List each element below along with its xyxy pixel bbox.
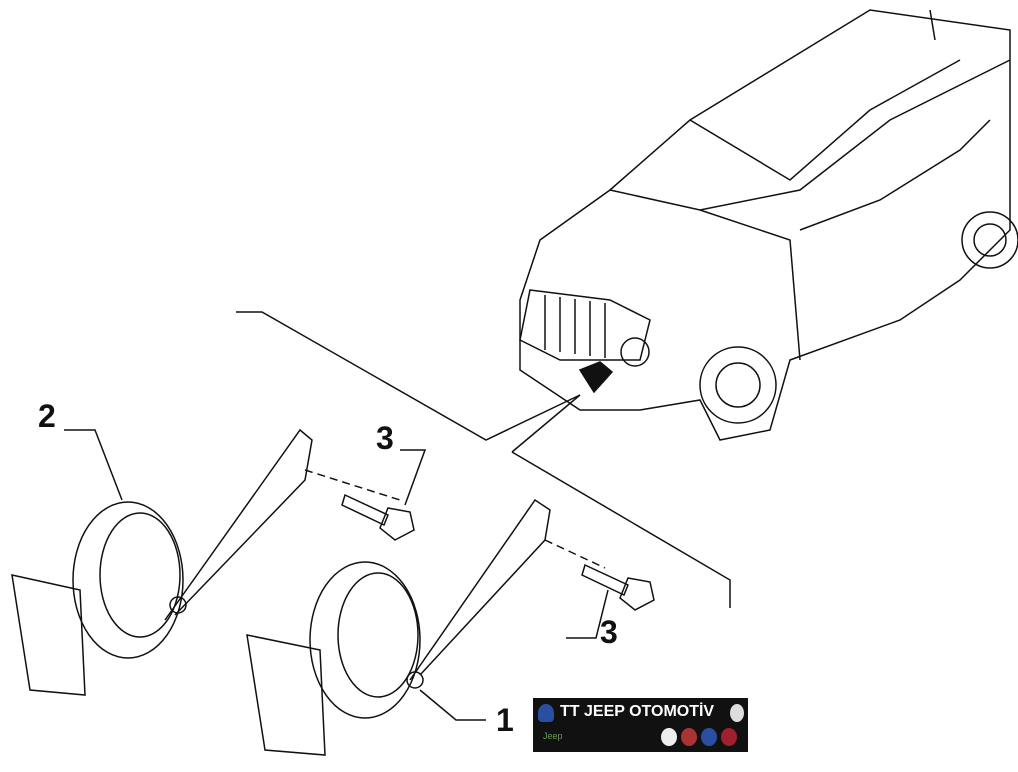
bolt-part-3 — [341, 493, 415, 541]
vehicle-illustration — [519, 9, 1018, 441]
callout-label-1: 1 — [496, 702, 514, 738]
alfa-romeo-logo-icon — [730, 704, 744, 722]
bolt-part-3 — [581, 563, 655, 611]
callout-label-2: 2 — [38, 398, 56, 434]
lancia-logo-icon — [701, 728, 717, 746]
dealer-logo-banner: TT JEEP OTOMOTİV Jeep — [533, 698, 748, 752]
ram-logo-icon — [661, 728, 677, 746]
maserati-logo-icon — [681, 728, 697, 746]
horn-part-1 — [246, 498, 551, 756]
horn-part-2 — [11, 428, 313, 696]
logo-title: TT JEEP OTOMOTİV — [560, 703, 715, 720]
fiat-logo-icon — [721, 728, 737, 746]
leader-lines — [64, 311, 731, 721]
callout-label-3: 3 — [600, 614, 618, 650]
mopar-logo-icon — [538, 704, 554, 722]
callout-label-3: 3 — [376, 420, 394, 456]
jeep-brand-text: Jeep — [543, 731, 563, 741]
